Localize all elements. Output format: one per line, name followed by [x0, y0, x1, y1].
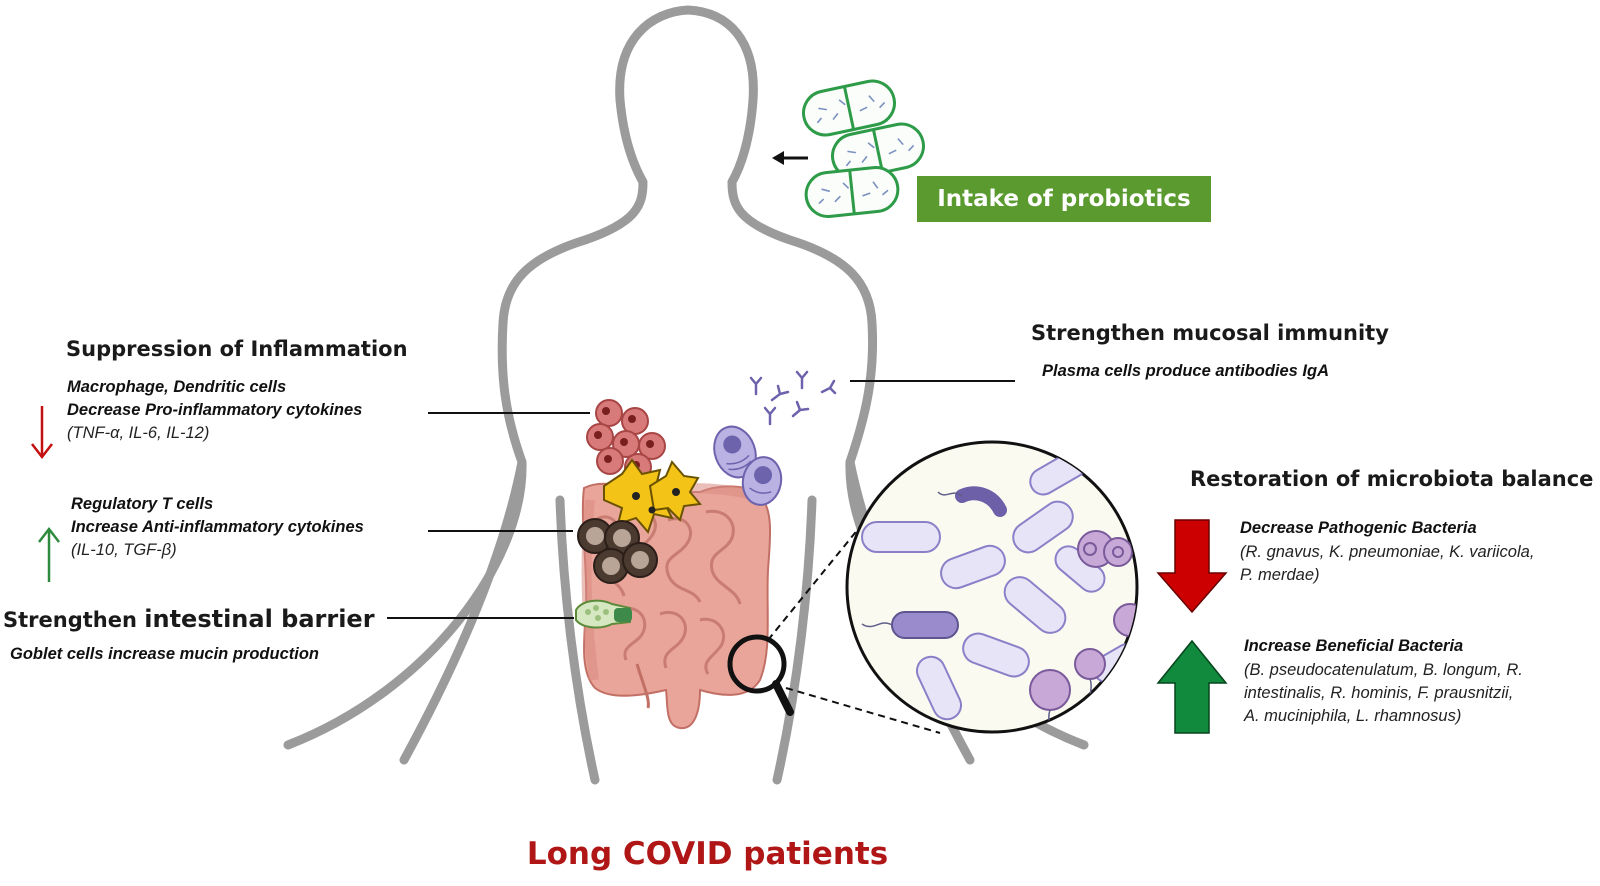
macrophage-text: Macrophage, Dendritic cells [67, 378, 287, 396]
down-arrow-red-icon [31, 406, 53, 460]
barrier-title-big: intestinal barrier [144, 605, 375, 633]
footer-title: Long COVID patients [526, 836, 889, 872]
magnifier-icon [727, 634, 794, 716]
mucosal-title: Strengthen mucosal immunity [1031, 321, 1389, 345]
inflammation-title: Suppression of Inflammation [66, 337, 408, 361]
mucosal-subtitle: Plasma cells produce antibodies IgA [1042, 362, 1330, 380]
probiotics-label: Intake of probiotics [917, 176, 1211, 222]
dendritic-cells-icon [603, 458, 702, 534]
decrease-bacteria-title: Decrease Pathogenic Bacteria [1240, 519, 1477, 537]
human-body-outline [283, 5, 1089, 785]
bacteria-dark-rods [891, 486, 1007, 639]
decrease-cytokines-text: Decrease Pro-inflammatory cytokines [67, 401, 363, 419]
barrier-subtitle: Goblet cells increase mucin production [10, 645, 319, 663]
microbiota-title: Restoration of microbiota balance [1190, 467, 1594, 491]
increase-bacteria-line-2: intestinalis, R. hominis, F. prausnitzii… [1244, 684, 1514, 702]
increase-bacteria-line-1: (B. pseudocatenulatum, B. longum, R. [1244, 661, 1523, 679]
goblet-cell-icon [575, 599, 632, 629]
probiotic-capsules-icon [802, 79, 925, 219]
regulatory-t-cells-icon [577, 518, 658, 584]
connector-lines [387, 380, 1015, 619]
pro-cytokines-list: (TNF-α, IL-6, IL-12) [67, 424, 210, 442]
barrier-title: Strengthen intestinal barrier [3, 605, 375, 633]
plasma-cells-icon [713, 425, 783, 506]
macrophage-cells-icon [586, 399, 666, 481]
microbiota-zoom-circle [845, 440, 1139, 734]
increase-cytokines-text: Increase Anti-inflammatory cytokines [71, 518, 364, 536]
increase-bacteria-title: Increase Beneficial Bacteria [1244, 637, 1464, 655]
anti-cytokines-list: (IL-10, TGF-β) [71, 541, 177, 559]
up-arrow-green-icon [38, 526, 60, 582]
treg-text: Regulatory T cells [71, 495, 214, 513]
intake-arrow-icon [772, 151, 808, 165]
bacteria-cocci [1029, 530, 1137, 711]
bacteria-rods [861, 450, 1137, 721]
big-down-arrow-red-icon [1156, 519, 1228, 614]
increase-bacteria-line-3: A. muciniphila, L. rhamnosus) [1244, 707, 1462, 725]
decrease-bacteria-line-1: (R. gnavus, K. pneumoniae, K. variicola, [1240, 543, 1535, 561]
zoom-lines [767, 495, 941, 734]
iga-antibodies-icon [749, 370, 837, 426]
barrier-title-small: Strengthen [3, 608, 137, 632]
big-up-arrow-green-icon [1156, 639, 1228, 734]
decrease-bacteria-line-2: P. merdae) [1240, 566, 1320, 584]
